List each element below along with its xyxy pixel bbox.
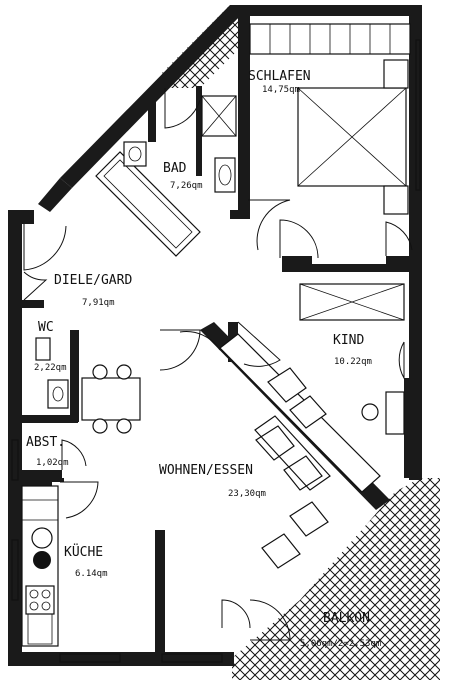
kind-area: 10.22qm xyxy=(334,357,372,367)
kind-name: KIND xyxy=(333,333,364,348)
balkon-hatched-area xyxy=(232,478,440,680)
balkon-area: 5,06qm/2=2,53qm xyxy=(300,639,381,649)
kueche-fixtures xyxy=(21,485,59,647)
wohnen-area: 23,30qm xyxy=(228,489,266,499)
diele-area: 7,91qm xyxy=(82,298,115,308)
wohnen-furniture xyxy=(81,333,381,569)
door-swings xyxy=(23,199,413,641)
abst-area: 1,02qm xyxy=(36,458,69,468)
abst-name: ABST. xyxy=(26,435,65,450)
kueche-name: KÜCHE xyxy=(64,543,103,560)
wc-fixtures xyxy=(35,337,69,409)
kueche-area: 6.14qm xyxy=(75,569,108,579)
bad-area: 7,26qm xyxy=(170,181,203,191)
bad-fixtures xyxy=(95,88,237,257)
wc-area: 2,22qm xyxy=(34,363,67,373)
schlafen-name: SCHLAFEN xyxy=(248,69,311,84)
schlafen-area: 14,75qm xyxy=(262,85,300,95)
balkon-name: BALKON xyxy=(323,611,370,626)
window-marks xyxy=(11,39,421,663)
schlafen-furniture xyxy=(249,23,411,215)
diele-name: DIELE/GARD xyxy=(54,273,132,288)
kind-furniture xyxy=(299,283,405,435)
bad-name: BAD xyxy=(163,161,187,176)
wc-name: WC xyxy=(38,320,54,335)
wohnen-name: WOHNEN/ESSEN xyxy=(159,463,253,478)
